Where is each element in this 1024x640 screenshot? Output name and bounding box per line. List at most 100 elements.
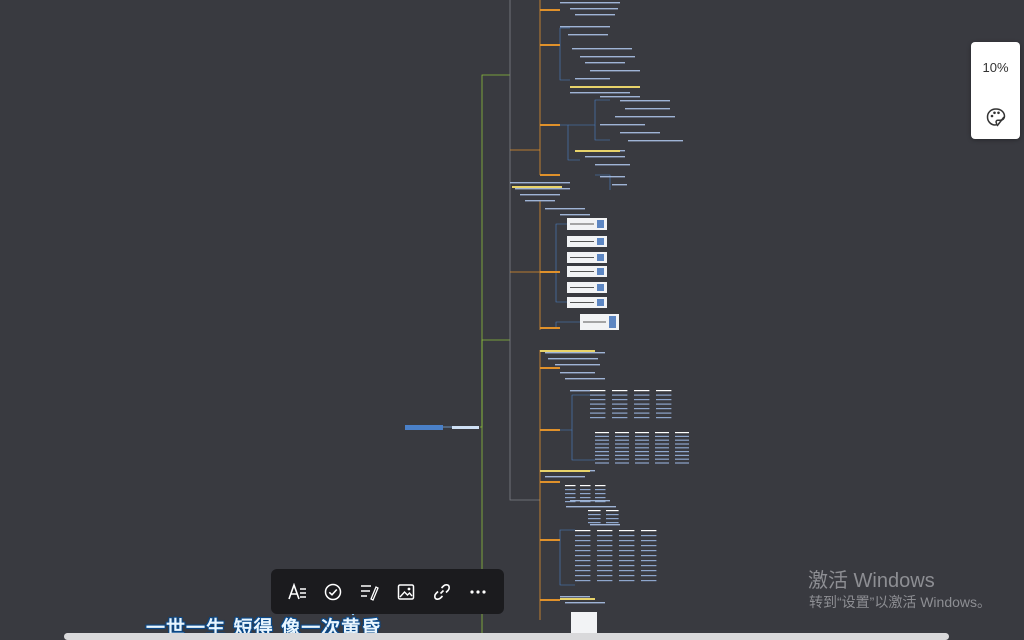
horizontal-scrollbar[interactable] <box>64 633 949 640</box>
table-cell <box>588 514 601 516</box>
table-cell <box>619 545 635 547</box>
table-cell <box>635 458 649 460</box>
highlight-node <box>570 86 640 88</box>
table-cell <box>597 535 613 537</box>
table-cell <box>597 550 613 552</box>
image-thumbnail-detail <box>597 299 604 306</box>
table-cell <box>597 555 613 557</box>
node-text <box>515 188 570 190</box>
branch-label <box>540 481 560 483</box>
zoom-level[interactable]: 10% <box>982 60 1009 75</box>
note-icon[interactable] <box>358 581 380 603</box>
table-cell <box>641 530 657 532</box>
table-cell <box>590 399 606 401</box>
node-text <box>625 108 670 110</box>
table-cell <box>575 570 591 572</box>
table-cell <box>615 458 629 460</box>
table-cell <box>590 412 606 414</box>
table-cell <box>595 493 606 495</box>
table-cell <box>597 560 613 562</box>
table-cell <box>656 399 672 401</box>
check-circle-icon[interactable] <box>322 581 344 603</box>
table-cell <box>641 540 657 542</box>
table-cell <box>635 462 649 464</box>
table-cell <box>615 454 629 456</box>
table-cell <box>597 545 613 547</box>
image-thumbnail-detail <box>570 287 594 288</box>
branch-label <box>540 429 560 431</box>
table-cell <box>595 435 609 437</box>
node-text <box>565 602 605 604</box>
table-cell <box>595 458 609 460</box>
table-cell <box>615 432 629 434</box>
branch-label <box>540 174 560 176</box>
branch-label <box>540 271 560 273</box>
table-cell <box>612 417 628 419</box>
table-cell <box>619 555 635 557</box>
table-cell <box>575 540 591 542</box>
table-cell <box>619 535 635 537</box>
table-cell <box>615 435 629 437</box>
node-text <box>590 70 640 72</box>
palette-icon[interactable] <box>985 106 1007 128</box>
table-cell <box>655 432 669 434</box>
table-cell <box>597 530 613 532</box>
image-icon[interactable] <box>395 581 417 603</box>
table-cell <box>590 403 606 405</box>
image-thumbnail-detail <box>583 321 606 323</box>
node-text <box>615 116 675 118</box>
table-cell <box>565 497 576 499</box>
table-cell <box>590 394 606 396</box>
table-cell <box>641 575 657 577</box>
table-cell <box>656 394 672 396</box>
node-text <box>560 2 620 4</box>
branch-label <box>540 44 560 46</box>
text-style-icon[interactable] <box>286 581 308 603</box>
node-text <box>585 156 625 158</box>
node-text <box>628 140 683 142</box>
table-cell <box>597 575 613 577</box>
table-cell <box>606 518 619 520</box>
table-cell <box>565 489 576 491</box>
node-text <box>545 352 605 354</box>
branch-label <box>540 124 560 126</box>
table-cell <box>595 497 606 499</box>
table-cell <box>595 443 609 445</box>
table-cell <box>575 560 591 562</box>
branch-line <box>555 272 567 303</box>
image-thumbnail-detail <box>570 271 594 272</box>
branch-line <box>540 124 580 161</box>
image-thumbnail-detail <box>570 302 594 303</box>
table-cell <box>635 451 649 453</box>
table-cell <box>655 447 669 449</box>
node-text <box>560 596 590 598</box>
table-cell <box>588 510 601 512</box>
table-cell <box>641 550 657 552</box>
table-cell <box>597 580 613 582</box>
table-cell <box>634 408 650 410</box>
zoom-panel: 10% <box>971 42 1020 139</box>
highlight-node <box>512 186 562 188</box>
more-icon[interactable] <box>467 581 489 603</box>
branch-line <box>568 99 610 126</box>
table-cell <box>590 390 606 392</box>
table-cell <box>656 412 672 414</box>
table-cell <box>675 432 689 434</box>
table-cell <box>634 399 650 401</box>
branch-line <box>540 539 575 586</box>
table-cell <box>595 485 606 487</box>
branch-label <box>540 327 560 329</box>
table-cell <box>615 462 629 464</box>
table-cell <box>612 399 628 401</box>
node-text <box>575 14 615 16</box>
node-text <box>545 476 585 478</box>
table-cell <box>590 408 606 410</box>
table-cell <box>619 530 635 532</box>
node-text <box>620 132 660 134</box>
table-cell <box>595 454 609 456</box>
link-icon[interactable] <box>431 581 453 603</box>
table-cell <box>634 403 650 405</box>
node-text <box>525 200 555 202</box>
node-text <box>585 62 625 64</box>
